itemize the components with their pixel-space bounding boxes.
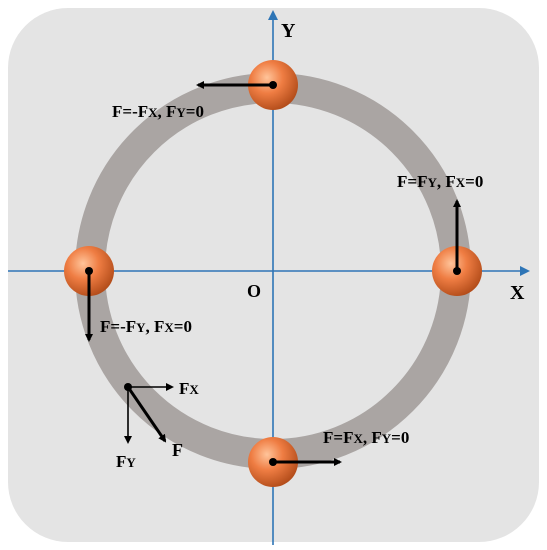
ball-left-label: F=-FY, FX=0 xyxy=(100,317,192,336)
label-segment: =0 xyxy=(186,102,204,121)
label-segment: F=F xyxy=(397,172,427,191)
ball-bottom-label: F=FX, FY=0 xyxy=(323,428,409,447)
label-segment: F=-F xyxy=(100,317,136,336)
label-segment: Y xyxy=(136,320,146,335)
vector-left xyxy=(85,267,93,342)
label-segment: X xyxy=(456,175,466,190)
fx-label: FX xyxy=(179,379,199,398)
ball-right-label: F=FY, FX=0 xyxy=(397,172,483,191)
label-segment: =0 xyxy=(465,172,483,191)
label-segment: Y xyxy=(382,431,392,446)
f-label: F xyxy=(172,440,183,460)
label-segment: , F xyxy=(363,428,382,447)
fy-label: FY xyxy=(116,452,136,471)
label-segment: , F xyxy=(158,102,177,121)
origin-label: O xyxy=(247,281,261,301)
ball-top-label: F=-FX, FY=0 xyxy=(112,102,204,121)
label-segment: X xyxy=(164,320,174,335)
label-segment: , F xyxy=(437,172,456,191)
label-segment: =0 xyxy=(391,428,409,447)
y-axis-label: Y xyxy=(281,20,296,42)
vector-bottom xyxy=(269,458,342,466)
vector-right xyxy=(453,199,461,275)
label-segment: Y xyxy=(176,105,186,120)
label-segment: =0 xyxy=(174,317,192,336)
label-segment: F=-F xyxy=(112,102,148,121)
label-segment: , F xyxy=(146,317,165,336)
label-segment: F=F xyxy=(323,428,353,447)
force-decomposition: FX FY F xyxy=(116,379,199,471)
x-axis-label: X xyxy=(510,282,525,304)
label-segment: Y xyxy=(427,175,437,190)
label-segment: X xyxy=(148,105,158,120)
f-vector xyxy=(126,386,167,443)
vector-top xyxy=(196,81,277,89)
label-segment: X xyxy=(353,431,363,446)
